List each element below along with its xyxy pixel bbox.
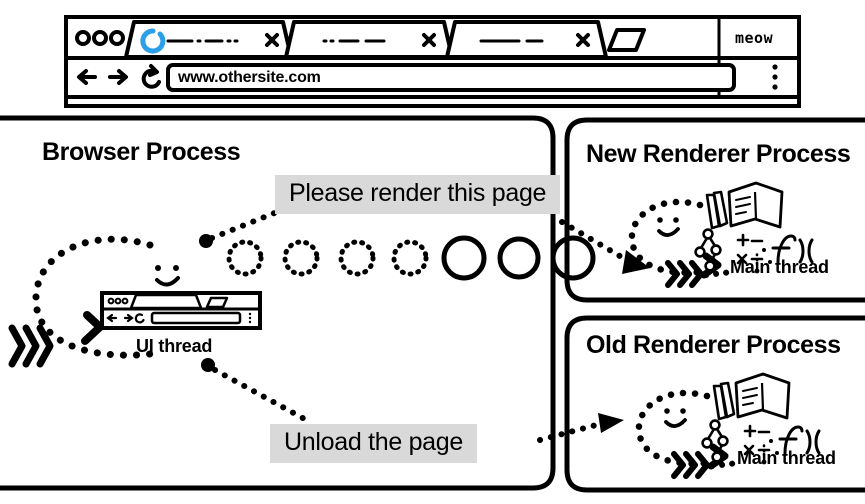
math-sparkle-new (754, 248, 772, 274)
pencil-icon-new (705, 190, 729, 230)
triple-chevron-icon-new (665, 260, 704, 288)
arrowhead-old-renderer (598, 413, 624, 433)
tab-2-close-icon (422, 33, 436, 47)
connector-render-to-new-renderer (559, 219, 650, 274)
smiley-face-icon-ui-thread (155, 265, 180, 287)
browser-brand-label: meow (735, 29, 774, 47)
window-controls[interactable] (75, 30, 125, 46)
task-circle-active-3 (550, 235, 596, 281)
address-bar[interactable] (166, 63, 736, 92)
connector-origin-dot-unload (201, 358, 215, 372)
ui-thread-label: UI thread (136, 336, 213, 356)
browser-window-icon-ui-thread (100, 291, 262, 330)
old-renderer-main-thread-illustration (635, 372, 821, 479)
triple-chevron-icon (8, 324, 54, 368)
tab-loading-spinner-icon (140, 28, 166, 54)
tab-1-loading[interactable] (124, 20, 293, 59)
old-renderer-main-thread-label: Main thread (737, 448, 836, 468)
book-icon-new (727, 181, 784, 229)
new-tab-button[interactable] (607, 28, 646, 52)
connector-unload-to-old-renderer (537, 413, 624, 443)
tab-1-close-icon (265, 33, 279, 47)
back-icon[interactable] (77, 69, 97, 85)
dom-tree-icon-new (694, 228, 722, 272)
task-queue (226, 235, 596, 281)
window-control-dot-1 (75, 30, 91, 46)
pencil-icon-old (712, 381, 736, 421)
connector-unload-message (201, 358, 313, 425)
tab-3-close-icon (576, 33, 590, 47)
smiley-face-icon-old-renderer (664, 408, 687, 428)
message-unload-the-page: Unload the page (270, 424, 477, 463)
dotted-event-loop-icon-new (628, 198, 716, 276)
new-renderer-process-title: New Renderer Process (586, 140, 851, 168)
browser-process-title: Browser Process (42, 138, 241, 166)
task-circle-active-2 (497, 236, 541, 280)
loop-chevron-icon-old (707, 443, 729, 470)
math-symbols-icon-new (736, 233, 764, 265)
toolbar-nav-icons[interactable] (77, 64, 778, 90)
connector-render-message (199, 209, 280, 248)
window-control-dot-3 (109, 30, 125, 46)
forward-icon[interactable] (108, 69, 128, 85)
function-icon-new (771, 234, 814, 264)
smiley-face-icon-new-renderer (657, 217, 680, 237)
new-renderer-main-thread-label: Main thread (730, 257, 829, 277)
dom-tree-icon-old (701, 419, 729, 463)
function-icon-old (778, 425, 821, 455)
task-circle-pending-1 (226, 239, 264, 277)
message-please-render-this-page: Please render this page (275, 175, 561, 214)
triple-chevron-icon-old (671, 451, 710, 479)
math-sparkle-old (761, 439, 779, 465)
window-control-dot-2 (92, 30, 108, 46)
task-circle-pending-4 (391, 239, 429, 277)
loop-chevron-icon-new (700, 252, 722, 279)
task-circle-pending-2 (282, 239, 320, 277)
task-circle-active-1 (441, 235, 487, 281)
task-circle-pending-3 (338, 239, 376, 277)
browser-menu-icon[interactable] (772, 64, 778, 90)
address-bar-value[interactable]: www.othersite.com (178, 69, 321, 86)
book-lines-new (735, 196, 751, 215)
dotted-event-loop-icon (32, 235, 154, 359)
tab-3[interactable] (445, 20, 608, 59)
dotted-event-loop-icon-old (635, 389, 723, 467)
old-renderer-process-title: Old Renderer Process (586, 331, 841, 359)
new-renderer-main-thread-illustration (628, 181, 814, 288)
arrowhead-new-renderer (622, 250, 650, 274)
reload-icon[interactable] (141, 64, 161, 89)
tab-2[interactable] (284, 20, 454, 59)
book-icon-old (734, 372, 791, 420)
math-symbols-icon-old (743, 424, 771, 456)
book-lines-old (742, 387, 758, 406)
